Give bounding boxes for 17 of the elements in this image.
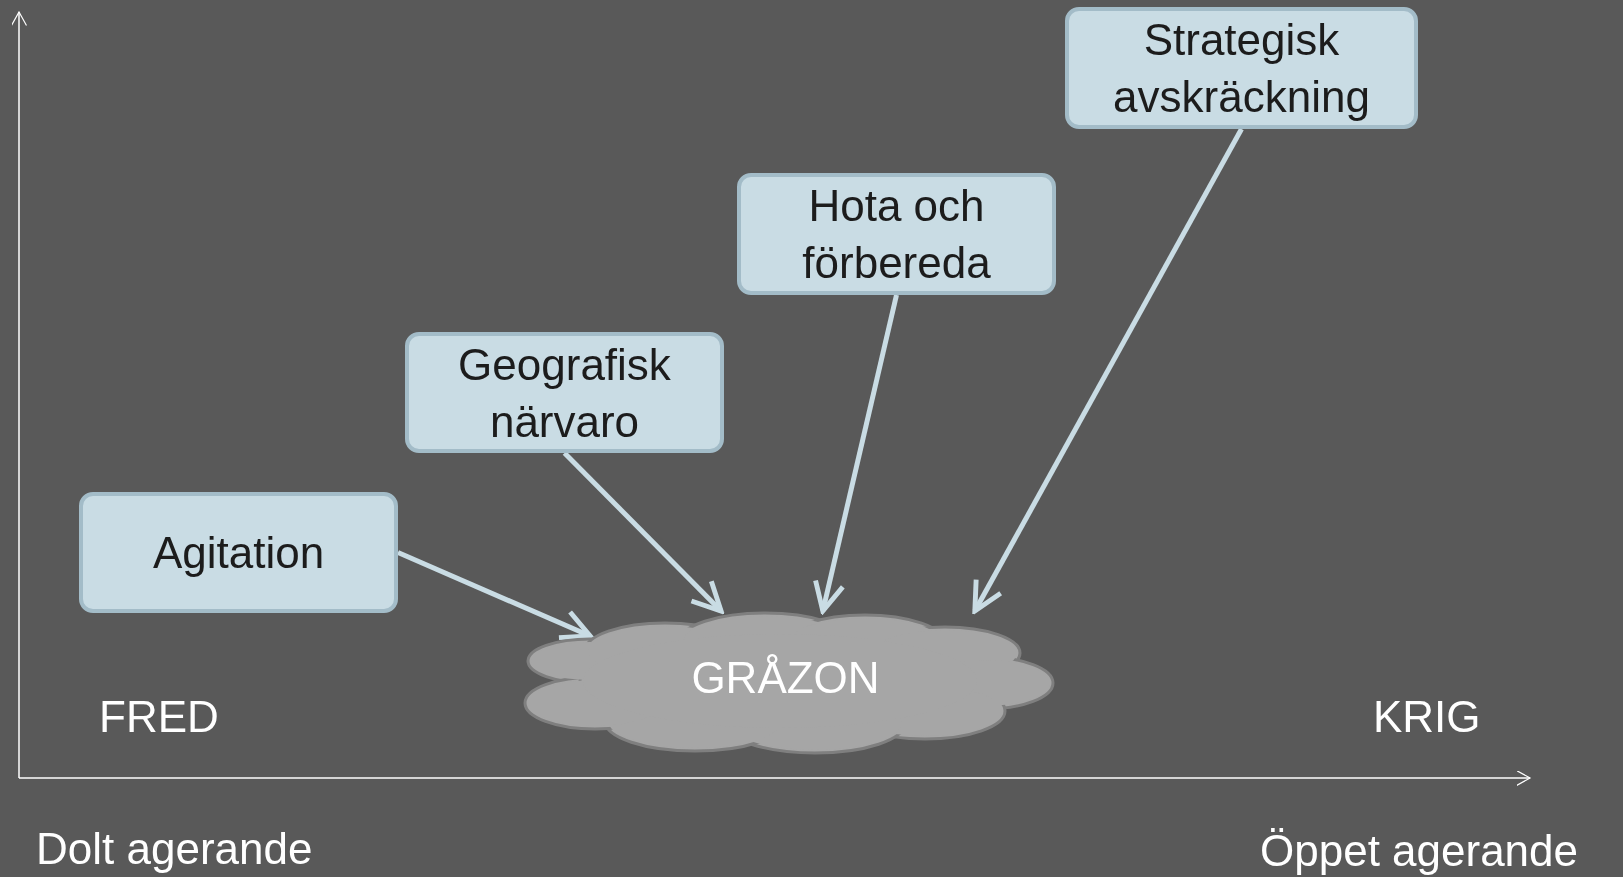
box-label: Geografisk närvaro	[457, 338, 672, 448]
arrow	[397, 550, 593, 641]
cloud-label: GRÅZON	[691, 652, 880, 704]
box-label: Strategisk avskräckning	[1112, 14, 1371, 123]
box-label: Hota och förbereda	[801, 180, 992, 289]
zone-label: FRED	[99, 692, 219, 742]
axis-label: Dolt agerande	[36, 824, 313, 874]
axis-label: Öppet agerande	[1260, 826, 1579, 876]
arrow	[972, 127, 1244, 614]
label-box	[737, 173, 1056, 295]
label-box	[1065, 7, 1418, 129]
arrow	[813, 294, 899, 614]
label-box	[79, 492, 398, 613]
arrow	[562, 451, 724, 614]
box-label: Agitation	[152, 527, 325, 579]
label-box	[405, 332, 724, 453]
zone-label: KRIG	[1373, 692, 1481, 742]
